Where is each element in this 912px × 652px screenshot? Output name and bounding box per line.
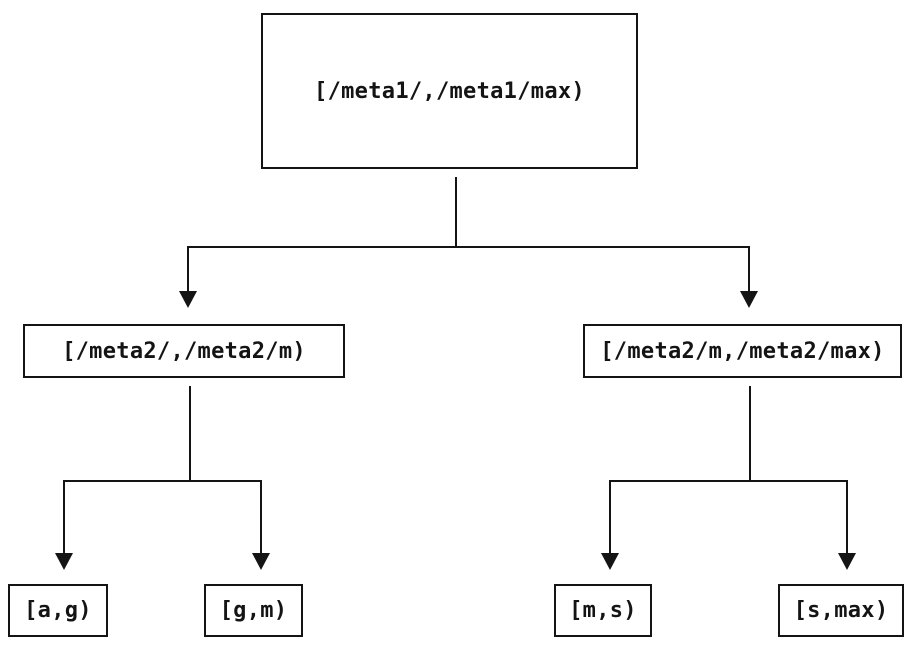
node-leaf-smax: [s,max) bbox=[778, 584, 904, 637]
arrow-down-icon bbox=[740, 291, 758, 308]
arrow-down-icon bbox=[55, 553, 73, 570]
arrow-down-icon bbox=[252, 553, 270, 570]
arrow-down-icon bbox=[838, 553, 856, 570]
node-root: [/meta1/,/meta1/max) bbox=[261, 13, 638, 169]
node-leaf-smax-label: [s,max) bbox=[793, 598, 889, 623]
node-leaf-ag-label: [a,g) bbox=[24, 598, 92, 623]
node-meta2-right-label: [/meta2/m,/meta2/max) bbox=[600, 338, 885, 364]
node-leaf-ms: [m,s) bbox=[554, 584, 652, 637]
node-meta2-right: [/meta2/m,/meta2/max) bbox=[583, 324, 902, 378]
node-leaf-gm-label: [g,m) bbox=[219, 598, 288, 623]
node-leaf-ag: [a,g) bbox=[8, 584, 108, 637]
node-root-label: [/meta1/,/meta1/max) bbox=[314, 78, 585, 104]
arrow-down-icon bbox=[179, 291, 197, 308]
node-leaf-gm: [g,m) bbox=[204, 584, 303, 637]
node-leaf-ms-label: [m,s) bbox=[569, 598, 637, 623]
node-meta2-left: [/meta2/,/meta2/m) bbox=[23, 324, 345, 378]
arrow-down-icon bbox=[601, 553, 619, 570]
node-meta2-left-label: [/meta2/,/meta2/m) bbox=[62, 338, 306, 364]
